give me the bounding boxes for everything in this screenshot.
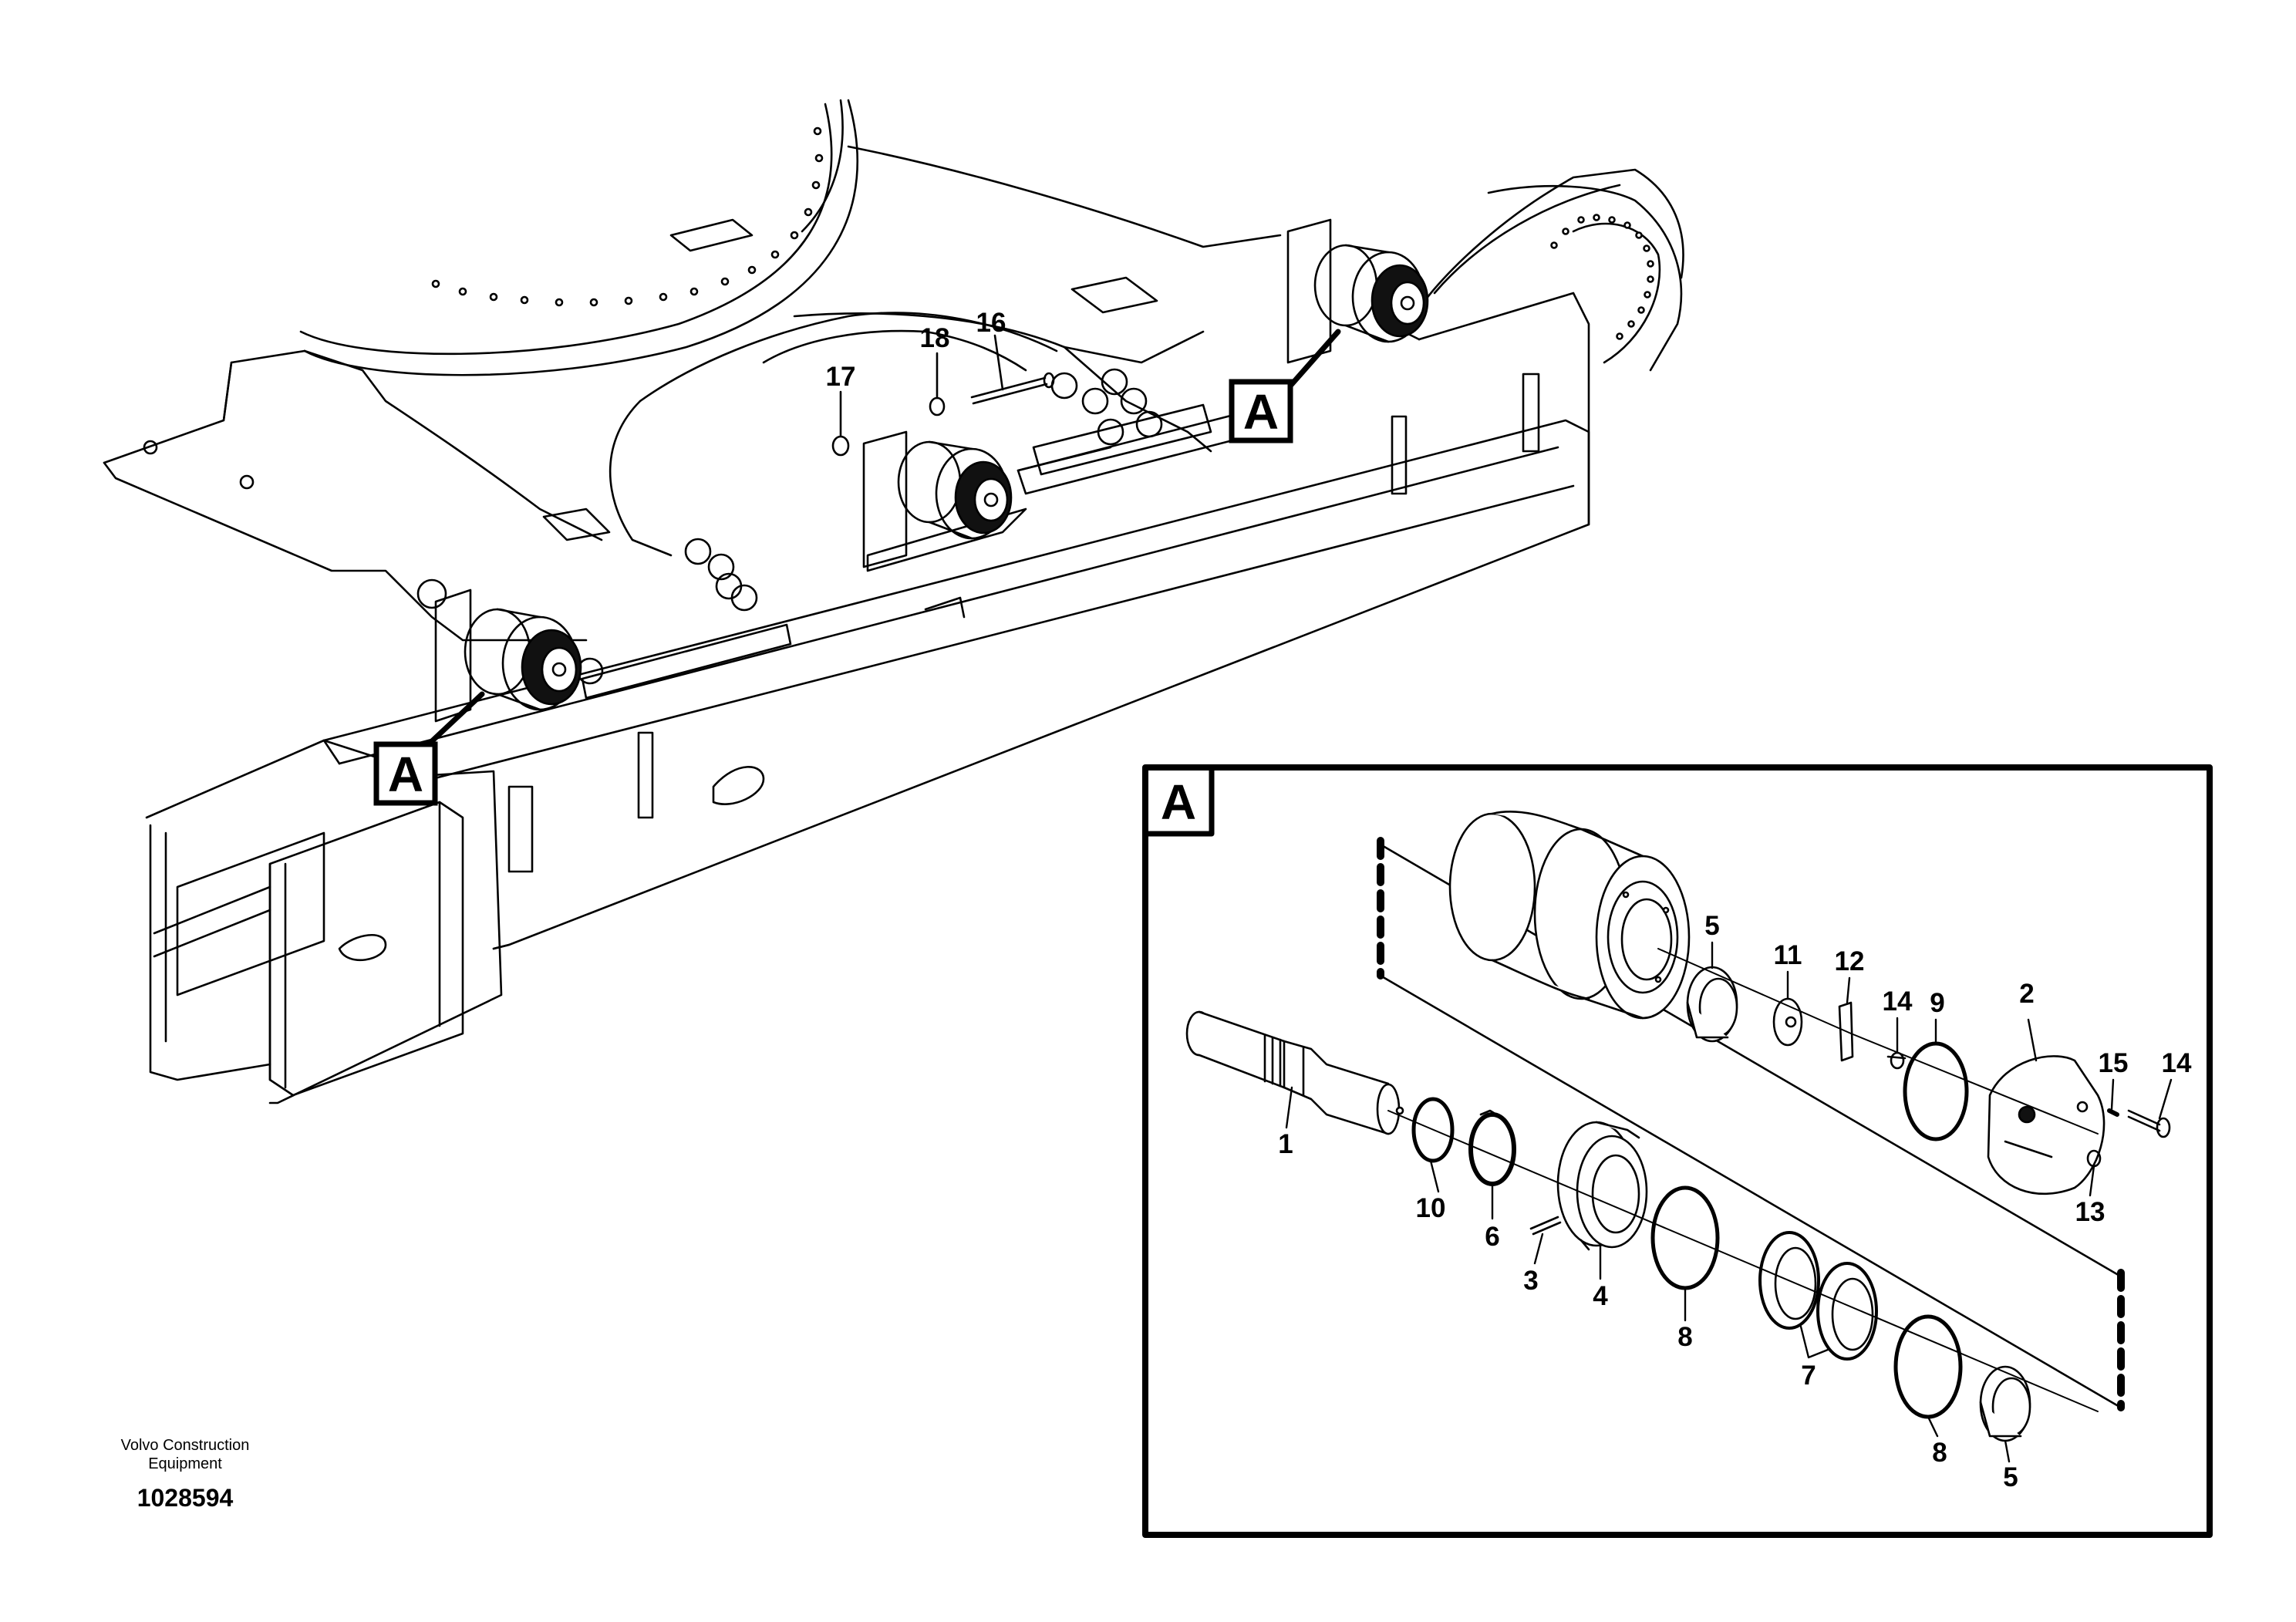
view-marker-rear: A <box>1229 379 1293 443</box>
callout-8-upper: 8 <box>1677 1322 1692 1352</box>
callout-11: 11 <box>1774 940 1802 970</box>
callout-5-lower: 5 <box>2003 1462 2018 1492</box>
carrier-roller-front <box>464 608 582 711</box>
callout-2: 2 <box>2019 979 2034 1009</box>
callout-1: 1 <box>1278 1129 1293 1159</box>
callout-13: 13 <box>2075 1197 2106 1227</box>
nut-17 <box>831 435 850 457</box>
detail-view-label: A <box>1161 774 1196 830</box>
part-8-o-ring-b <box>1893 1314 1963 1419</box>
callout-18: 18 <box>920 323 950 353</box>
part-7-floating-seal <box>1758 1231 1878 1361</box>
part-10-o-ring <box>1411 1097 1455 1163</box>
part-5-seal-a <box>1686 966 1738 1043</box>
callout-17: 17 <box>826 362 856 392</box>
part-9-o-ring <box>1903 1041 1969 1141</box>
carrier-roller-middle <box>897 440 1013 540</box>
view-marker-front: A <box>373 741 438 806</box>
part-14-bolt-b <box>2127 1109 2171 1138</box>
callout-9: 9 <box>1930 988 1944 1018</box>
callout-5-upper: 5 <box>1704 911 1719 941</box>
part-5-seal-b <box>1979 1365 2031 1442</box>
washer-18 <box>929 396 946 416</box>
detail-frame <box>1142 764 2213 1538</box>
callout-14-upper: 14 <box>1883 986 1913 1017</box>
callout-3: 3 <box>1523 1266 1538 1296</box>
detail-drawing <box>1185 811 2171 1442</box>
view-marker-rear-label: A <box>1243 384 1279 440</box>
part-3-pin <box>1529 1216 1562 1236</box>
undercarriage-frame-drawing <box>103 99 1684 1104</box>
part-1-shaft <box>1185 1010 1404 1135</box>
callout-4: 4 <box>1593 1281 1608 1311</box>
callout-14-lower: 14 <box>2162 1048 2192 1078</box>
drawing-number: 1028594 <box>137 1484 234 1512</box>
callout-7: 7 <box>1801 1361 1816 1391</box>
bolt-16 <box>970 372 1055 405</box>
company-name-line1: Volvo Construction <box>121 1437 250 1454</box>
bolt-cluster-front <box>416 538 792 700</box>
part-15-washer <box>2107 1108 2119 1117</box>
callout-16: 16 <box>976 308 1006 338</box>
callout-8-lower: 8 <box>1932 1438 1947 1468</box>
part-8-o-ring-a <box>1650 1185 1720 1290</box>
callout-6: 6 <box>1485 1222 1499 1252</box>
detail-label-box <box>1142 764 1215 837</box>
part-2-bracket <box>1987 1055 2106 1195</box>
view-marker-front-label: A <box>388 747 423 802</box>
part-4-collar <box>1556 1121 1648 1251</box>
callout-12: 12 <box>1835 946 1865 976</box>
carrier-roller-rear <box>1313 244 1429 343</box>
callout-15: 15 <box>2099 1048 2129 1078</box>
callout-10: 10 <box>1416 1193 1446 1223</box>
company-name-line2: Equipment <box>148 1455 222 1472</box>
detail-leader-lines <box>1285 941 2173 1463</box>
bolt-cluster-middle <box>1032 368 1212 476</box>
roller-body <box>1448 811 1691 1020</box>
part-6-snap-ring <box>1468 1109 1516 1186</box>
